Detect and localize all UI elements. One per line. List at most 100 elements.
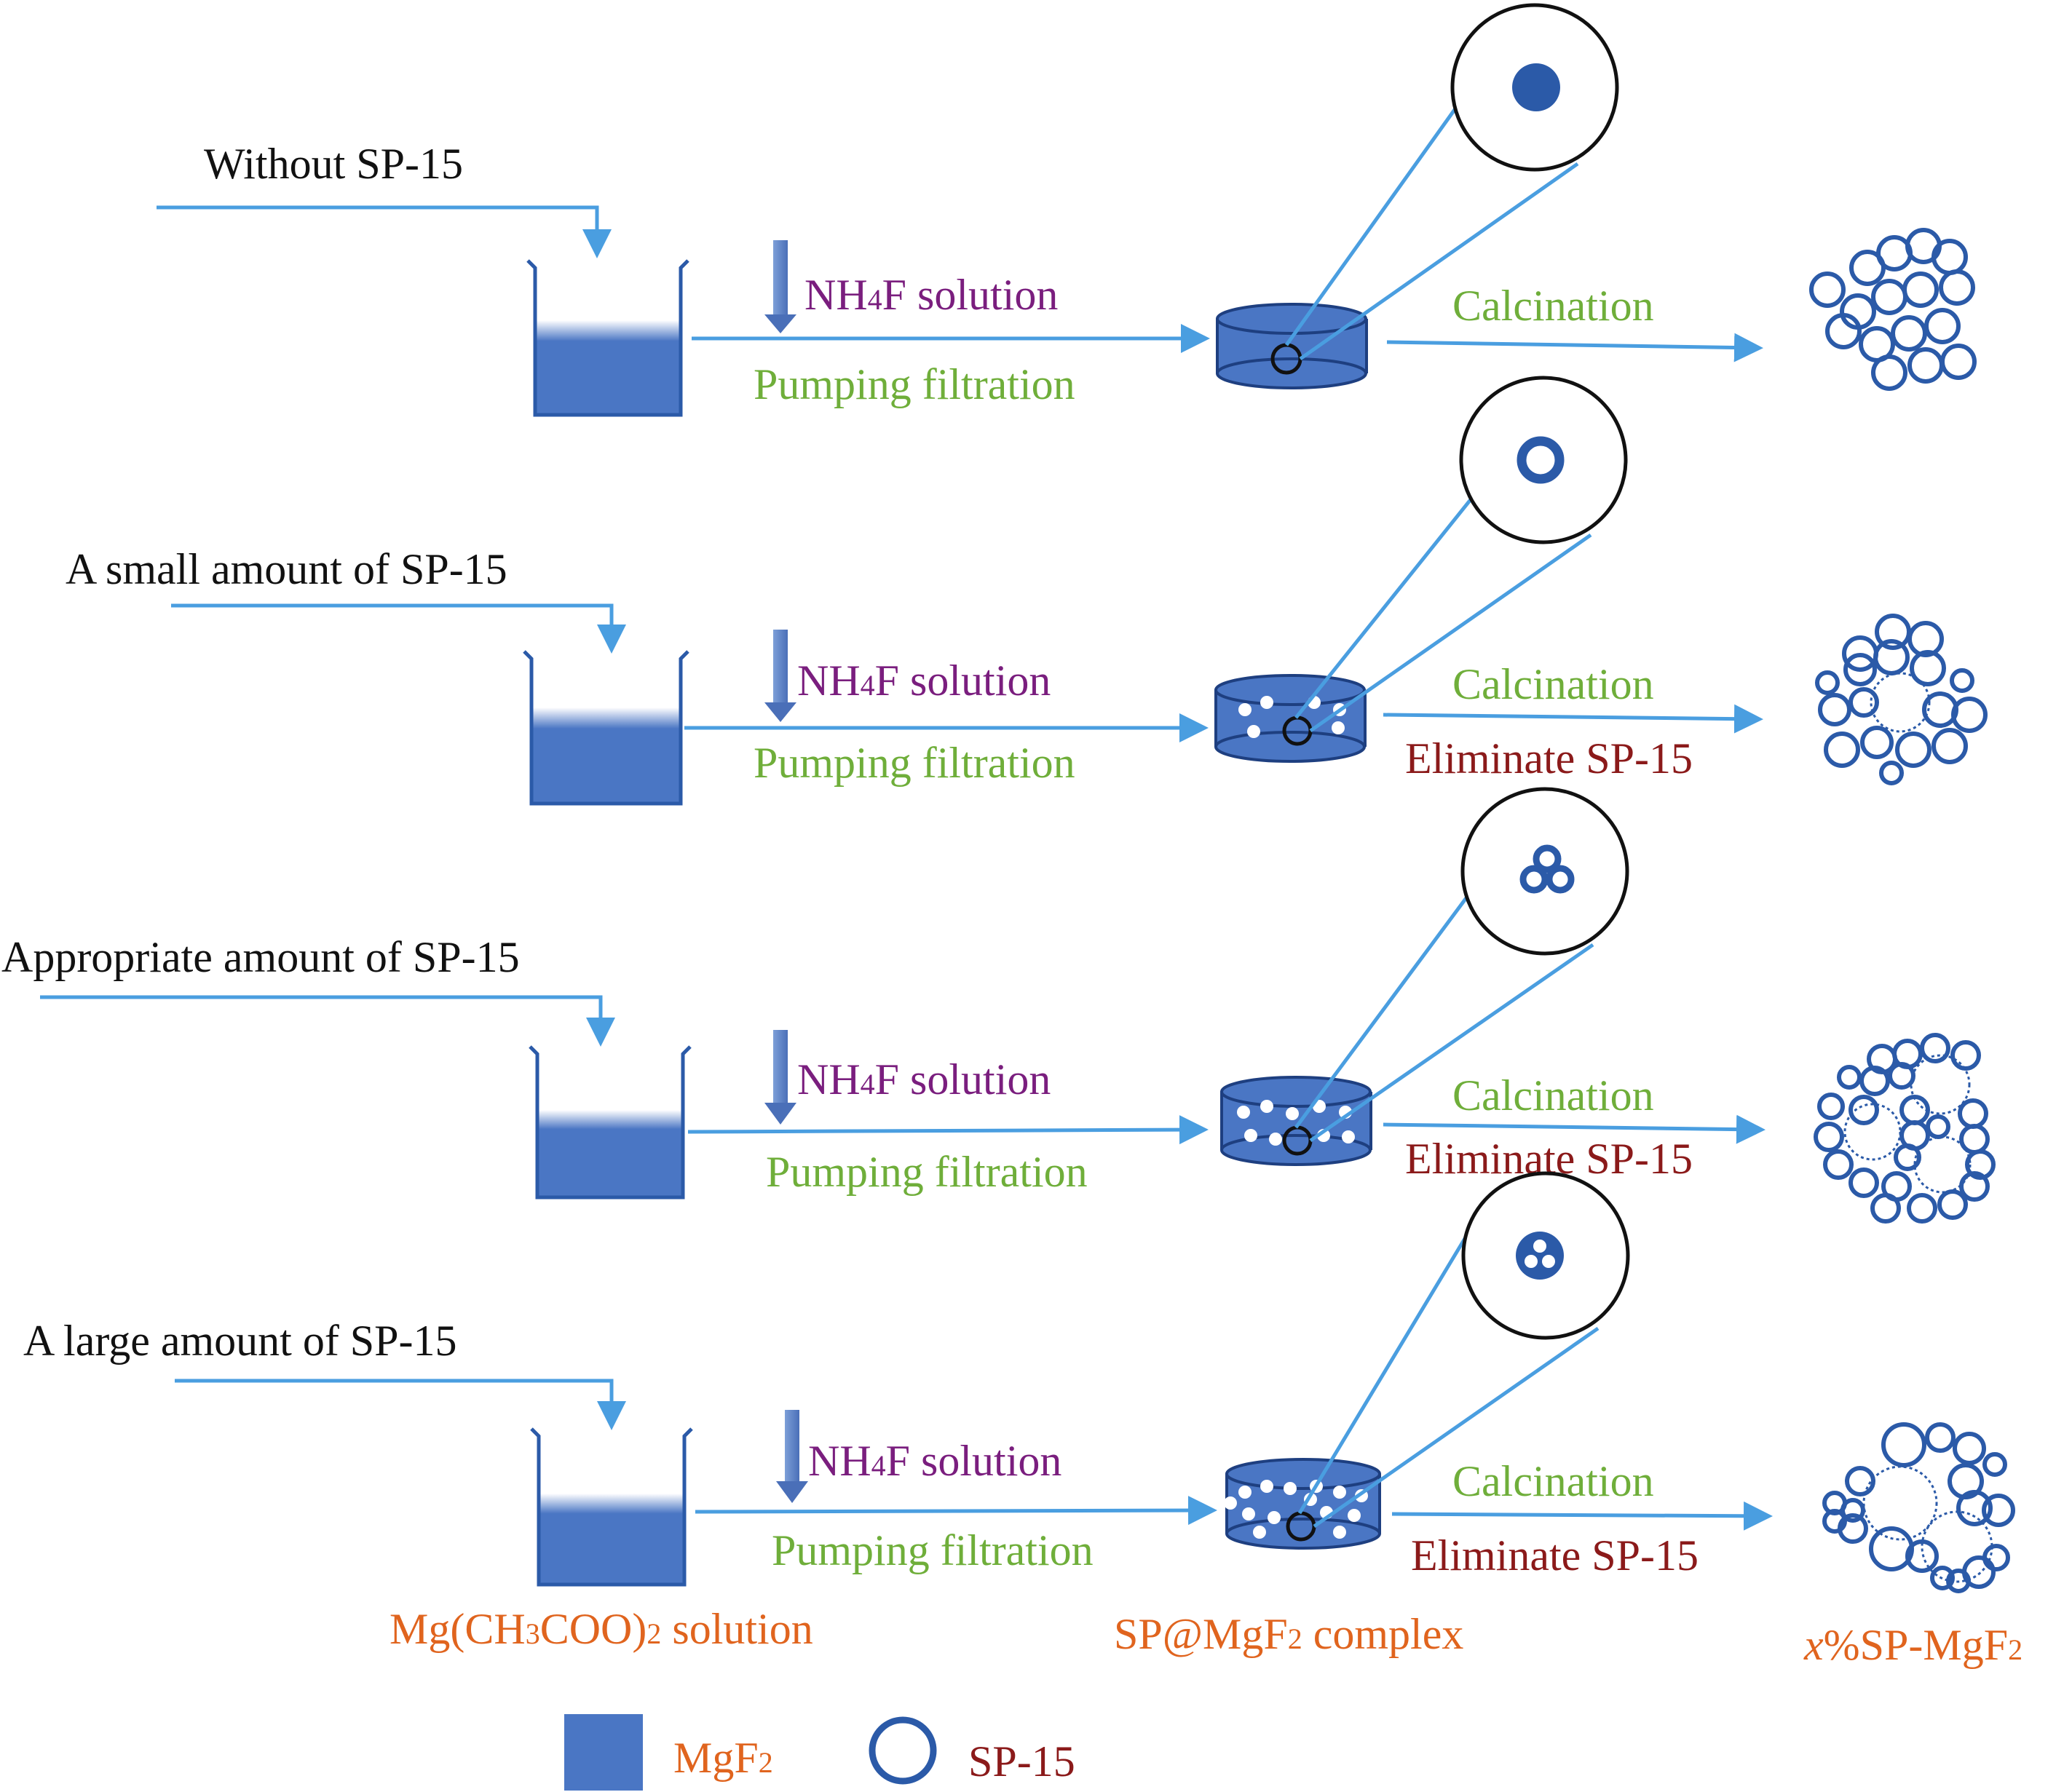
sphere-icon bbox=[1859, 1066, 1890, 1096]
sphere-icon bbox=[1899, 1095, 1930, 1125]
sphere-icon bbox=[1815, 670, 1840, 695]
beaker-liquid bbox=[537, 1110, 683, 1197]
pore-icon bbox=[1244, 1129, 1257, 1142]
pore-icon bbox=[1260, 1480, 1273, 1493]
sphere-icon bbox=[1962, 1555, 1996, 1589]
sphere-icon bbox=[1951, 697, 1988, 733]
sphere-icon bbox=[1881, 1422, 1926, 1467]
sp15-legend-icon bbox=[869, 1716, 937, 1785]
beaker-liquid bbox=[535, 320, 681, 415]
large-pore-icon bbox=[1913, 1135, 1972, 1194]
pore-icon bbox=[1260, 696, 1273, 709]
ring-dot-icon bbox=[1517, 436, 1565, 484]
sphere-icon bbox=[1959, 1171, 1990, 1202]
sphere-icon bbox=[1843, 653, 1877, 686]
filter-disk bbox=[1214, 674, 1367, 763]
beaker bbox=[526, 259, 689, 417]
process-label: Pumping filtration bbox=[772, 1526, 1094, 1574]
large-pore-icon bbox=[1870, 672, 1931, 733]
sphere-icon bbox=[1956, 1490, 1993, 1526]
sphere-icon bbox=[1982, 1544, 2010, 1571]
sphere-icon bbox=[1930, 1566, 1955, 1590]
feed-arrow bbox=[175, 1379, 626, 1430]
pore-icon bbox=[1224, 1496, 1237, 1510]
zoom-line-top bbox=[1284, 104, 1460, 346]
product-cluster bbox=[1809, 228, 1977, 391]
sphere-icon bbox=[1818, 693, 1851, 726]
pore-icon bbox=[1333, 1526, 1346, 1539]
nh4f-down-arrow bbox=[764, 630, 796, 722]
zoom-line-top bbox=[1294, 881, 1480, 1129]
sphere-icon bbox=[1958, 1098, 1988, 1129]
sphere-icon bbox=[1931, 239, 1968, 275]
eliminate-label: Eliminate SP-15 bbox=[1405, 734, 1693, 782]
zoom-line-bottom bbox=[1299, 162, 1579, 361]
sphere-icon bbox=[1825, 313, 1862, 349]
step-label: Calcination bbox=[1452, 282, 1654, 330]
sphere-icon bbox=[1809, 271, 1846, 308]
sphere-icon bbox=[1940, 344, 1977, 380]
large-pore-icon bbox=[1910, 1054, 1971, 1115]
beaker bbox=[523, 650, 689, 806]
pore-icon bbox=[1242, 1507, 1255, 1521]
sphere-icon bbox=[1879, 761, 1904, 785]
pore-icon bbox=[1268, 1511, 1281, 1524]
sphere-icon bbox=[1891, 315, 1927, 352]
nh4f-down-arrow bbox=[776, 1410, 808, 1503]
sphere-icon bbox=[1959, 1124, 1990, 1154]
sphere-icon bbox=[1924, 308, 1961, 344]
calcination-arrow bbox=[1383, 704, 1763, 734]
reagent-label: NH4F solution bbox=[797, 657, 1051, 705]
zoom-view bbox=[1459, 376, 1628, 544]
sphere-icon bbox=[1814, 1122, 1844, 1152]
sphere-icon bbox=[1817, 1093, 1845, 1120]
condition-label: A large amount of SP-15 bbox=[23, 1317, 457, 1365]
process-label: Pumping filtration bbox=[766, 1148, 1088, 1196]
sphere-icon bbox=[1982, 1494, 2015, 1527]
step-label: Calcination bbox=[1452, 660, 1654, 708]
nh4f-down-arrow bbox=[764, 240, 796, 333]
product-label: x%SP-MgF2 bbox=[1803, 1621, 2023, 1669]
sphere-icon bbox=[1848, 1095, 1879, 1125]
zoom-view bbox=[1450, 3, 1619, 172]
reagent-label: NH4F solution bbox=[804, 271, 1058, 319]
reagent-label: NH4F solution bbox=[808, 1437, 1061, 1485]
beaker bbox=[530, 1427, 693, 1587]
sphere-icon bbox=[1926, 1114, 1950, 1139]
pore-icon bbox=[1269, 1133, 1282, 1146]
sphere-icon bbox=[1902, 271, 1939, 308]
beaker-liquid bbox=[531, 707, 681, 804]
sphere-icon bbox=[1869, 1526, 1914, 1571]
sphere-icon bbox=[1982, 1452, 2007, 1477]
row-without-sp15: Without SP-15 NH4F solution Pumping filt… bbox=[157, 3, 1977, 417]
filter-disk bbox=[1216, 303, 1368, 389]
sphere-icon bbox=[1870, 1193, 1901, 1224]
pore-icon bbox=[1238, 703, 1252, 716]
sphere-icon bbox=[1931, 728, 1968, 764]
beaker-outline bbox=[523, 650, 689, 806]
large-pore-icon bbox=[1843, 1103, 1902, 1161]
complex-label: SP@MgF2 complex bbox=[1114, 1610, 1463, 1658]
step-label: Calcination bbox=[1452, 1071, 1654, 1119]
pore-icon bbox=[1247, 725, 1260, 738]
pore-icon bbox=[1260, 1100, 1273, 1113]
filtration-arrow bbox=[687, 1115, 1209, 1145]
reagent-label: NH4F solution bbox=[797, 1055, 1051, 1103]
sphere-icon bbox=[1910, 650, 1946, 686]
sphere-icon bbox=[1965, 1149, 1996, 1180]
pore-icon bbox=[1238, 1486, 1252, 1499]
feed-arrow bbox=[40, 995, 615, 1047]
beaker bbox=[529, 1045, 692, 1200]
mgf2-legend-swatch bbox=[564, 1714, 643, 1791]
row-large-sp15: A large amount of SP-15 NH4F solution Pu… bbox=[23, 1171, 2015, 1593]
zoom-view bbox=[1460, 787, 1629, 956]
sphere-icon bbox=[1907, 621, 1944, 657]
zoom-line-top bbox=[1294, 493, 1476, 719]
zoom-line-bottom bbox=[1309, 533, 1592, 733]
triple-hole-icon bbox=[1516, 1232, 1564, 1280]
sphere-icon bbox=[1837, 1065, 1862, 1090]
row-small-sp15: A small amount of SP-15 NH4F solution Pu… bbox=[66, 376, 1988, 806]
large-pore-icon bbox=[1862, 1465, 1938, 1541]
condition-label: Appropriate amount of SP-15 bbox=[1, 933, 520, 981]
sphere-icon bbox=[1838, 1513, 1868, 1544]
